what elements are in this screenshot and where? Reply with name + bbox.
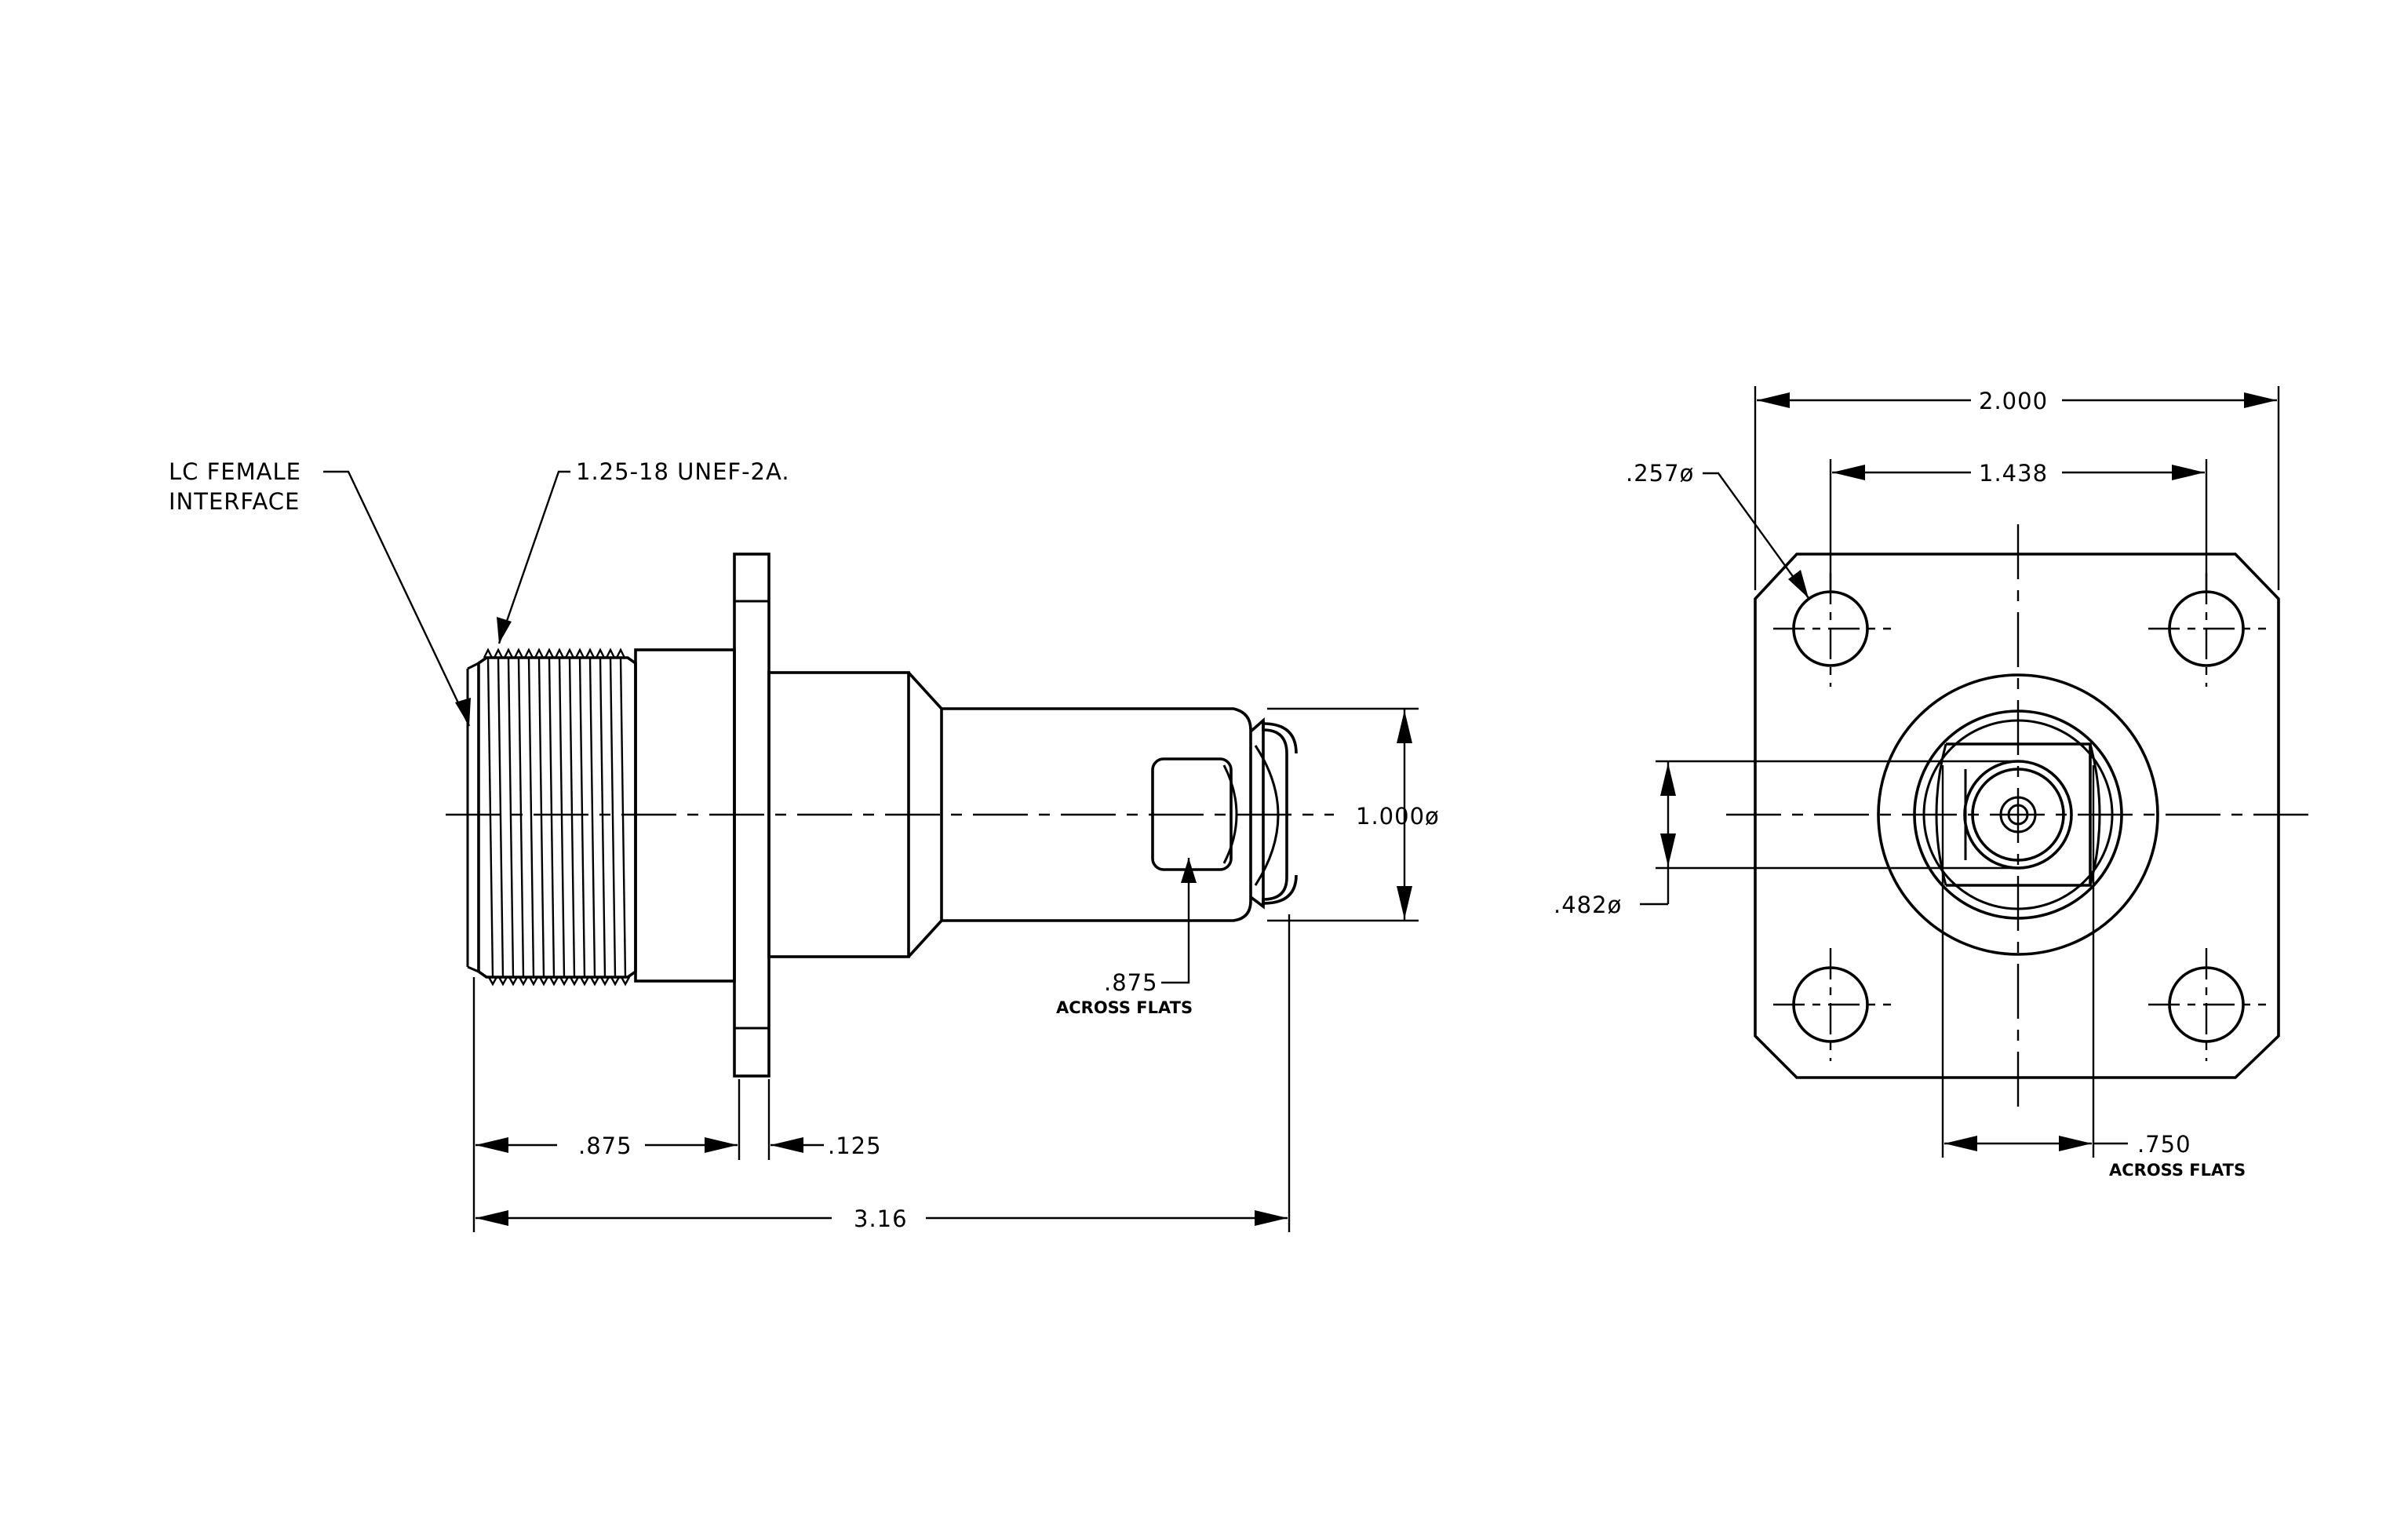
thread-callout: 1.25-18 UNEF-2A. — [497, 458, 790, 644]
hole-diameter-label: .257ø — [1626, 460, 1694, 487]
thread-label: 1.25-18 UNEF-2A. — [576, 458, 790, 485]
hex-label: .875 — [1104, 969, 1158, 996]
flats-label: .750 — [2137, 1131, 2191, 1158]
flats-note: ACROSS FLATS — [2109, 1161, 2246, 1180]
mounting-holes — [1773, 573, 2266, 1061]
diameter-dimension: 1.000ø — [1267, 707, 1440, 922]
inner-diameter-label: .482ø — [1554, 892, 1622, 918]
interface-callout: LC FEMALE INTERFACE — [169, 458, 471, 727]
hex-callout: .875 ACROSS FLATS — [1056, 858, 1197, 1017]
front-view: 2.000 1.438 .257ø .482ø — [1554, 386, 2311, 1180]
hex-note: ACROSS FLATS — [1056, 998, 1193, 1017]
threaded-coupling — [466, 647, 637, 987]
flange-thickness-dimension: .125 — [770, 1133, 882, 1159]
flats-dimension: .750 ACROSS FLATS — [1941, 765, 2246, 1180]
side-view: LC FEMALE INTERFACE 1.25-18 UNEF-2A. .87… — [169, 458, 1440, 1232]
body-length-dimension: .875 — [475, 1133, 738, 1159]
inner-diameter-dimension: .482ø — [1554, 760, 2018, 918]
body-length-label: .875 — [578, 1133, 632, 1159]
hole-spacing-label: 1.438 — [1979, 460, 2048, 487]
interface-label-line2: INTERFACE — [169, 488, 300, 515]
flange-width-label: 2.000 — [1979, 388, 2048, 414]
flange-outline — [1754, 553, 2280, 1079]
overall-length-label: 3.16 — [854, 1205, 908, 1232]
diameter-label: 1.000ø — [1356, 803, 1440, 830]
hole-diameter-callout: .257ø — [1626, 460, 1809, 599]
taper — [907, 671, 943, 958]
hole-spacing-dimension: 1.438 — [1829, 459, 2208, 590]
rear-cap — [1249, 717, 1298, 910]
interface-label-line1: LC FEMALE — [169, 458, 301, 485]
thread-lines — [483, 647, 631, 987]
overall-length-dimension: 3.16 — [475, 1205, 1288, 1232]
flange-width-dimension: 2.000 — [1754, 386, 2280, 590]
flange-thickness-label: .125 — [828, 1133, 882, 1159]
